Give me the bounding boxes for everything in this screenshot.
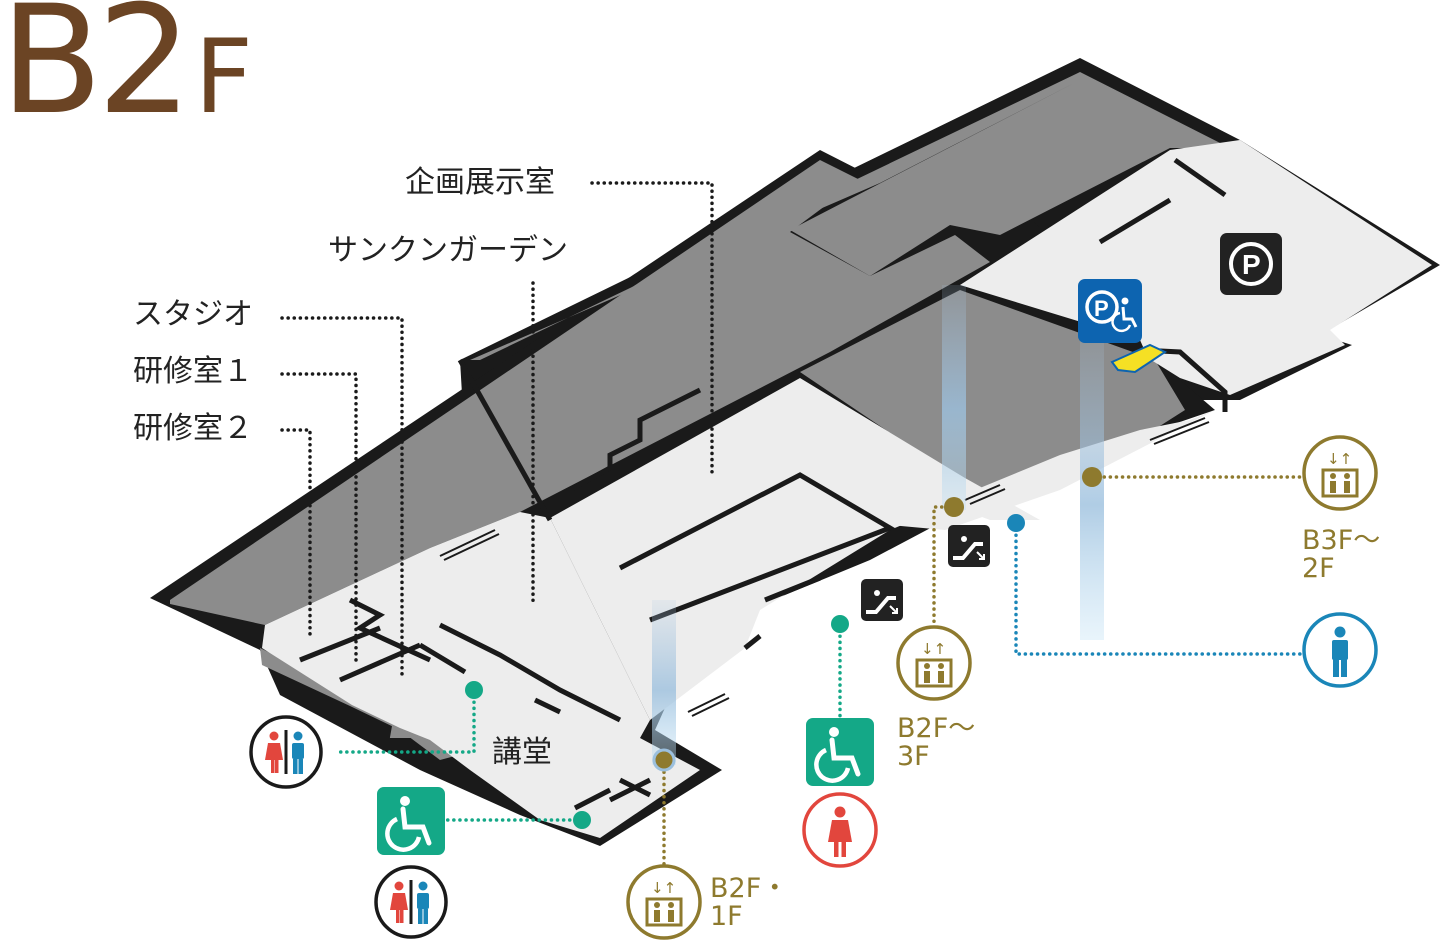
interior-walls — [299, 157, 1228, 811]
unisex-restroom-icon[interactable] — [249, 715, 323, 789]
light-area-corridor — [890, 410, 1215, 530]
label-training-room-1: 研修室１ — [133, 354, 253, 389]
elevator-shaft-beam-2 — [1080, 340, 1104, 640]
connector-restroom-1 — [334, 688, 476, 754]
elevator-label-b3f-2f: B3F～ 2F — [1302, 525, 1381, 585]
elevator-shaft-beam-1 — [942, 285, 966, 510]
dark-area-back — [470, 72, 1230, 360]
dot-elevator-1 — [1082, 467, 1102, 487]
label-exhibition-room: 企画展示室 — [405, 165, 555, 200]
stairs — [439, 417, 1210, 717]
dark-area-main — [170, 160, 990, 625]
dot-elevator-3 — [652, 748, 676, 772]
dot-restroom — [465, 681, 483, 699]
guide-arrow — [1110, 343, 1168, 374]
dot-male — [1007, 514, 1025, 532]
label-studio: スタジオ — [133, 297, 253, 332]
parking-icon[interactable]: P — [1220, 233, 1282, 295]
elevator-icon[interactable] — [1302, 435, 1378, 511]
dot-wheelchair-1 — [573, 811, 591, 829]
connector-male — [1014, 521, 1307, 656]
floor-title: B2F — [0, 0, 253, 136]
elevator-label-b2f-3f: B2F～ 3F — [897, 713, 976, 773]
accessible-parking-icon[interactable]: P — [1078, 279, 1142, 343]
label-sunken-garden: サンクンガーデン — [328, 233, 568, 268]
svg-text:P: P — [1242, 249, 1261, 280]
escalator-icon[interactable] — [946, 523, 992, 569]
light-area-parking — [960, 140, 1432, 395]
wheelchair-icon[interactable] — [377, 787, 445, 855]
elevator-shaft-beam-3 — [652, 600, 676, 765]
label-training-room-2: 研修室２ — [133, 411, 253, 446]
label-auditorium: 講堂 — [492, 735, 552, 770]
elevator-label-b2f-1f: B2F・ 1F — [710, 873, 789, 933]
wheelchair-icon[interactable] — [806, 718, 874, 786]
elevator-icon[interactable] — [896, 625, 972, 701]
female-restroom-icon[interactable] — [802, 792, 878, 868]
dot-elevator-2 — [944, 497, 964, 517]
floor-number: B2 — [0, 0, 192, 148]
dot-wheelchair-2 — [831, 615, 849, 633]
floor-suffix: F — [194, 18, 254, 137]
male-restroom-icon[interactable] — [1302, 612, 1378, 688]
unisex-restroom-icon[interactable] — [374, 865, 448, 939]
light-area-auditorium — [262, 512, 700, 838]
svg-text:P: P — [1094, 296, 1109, 321]
elevator-icon[interactable] — [626, 864, 702, 940]
escalator-icon[interactable] — [859, 577, 905, 623]
room-leaders — [280, 181, 714, 680]
